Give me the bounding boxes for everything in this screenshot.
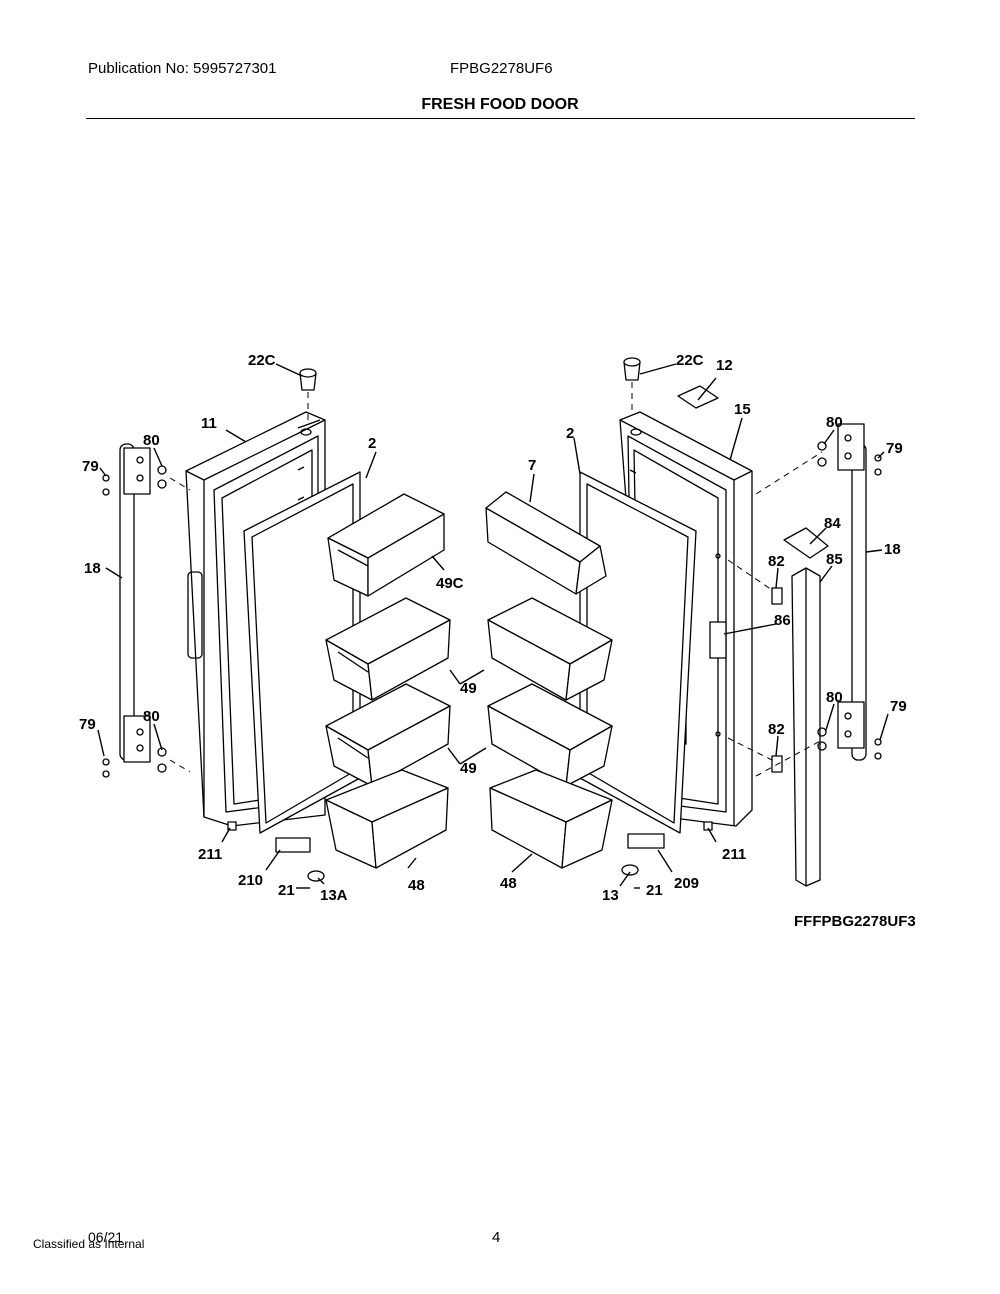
right-door-trim-85 <box>791 567 821 887</box>
callout-210: 210 <box>238 872 263 889</box>
left-door-bin-49-lower <box>325 683 451 787</box>
publication-number: Publication No: 5995727301 <box>88 60 277 77</box>
callout-21-left: 21 <box>278 882 295 899</box>
left-hinge-screws <box>102 368 325 882</box>
right-door-bin-48 <box>489 769 613 869</box>
callout-84: 84 <box>824 515 841 532</box>
callout-80-upper-right: 80 <box>826 414 843 431</box>
callout-211-right: 211 <box>722 846 746 863</box>
callout-79-upper-left: 79 <box>82 458 99 475</box>
callout-80-lower-right: 80 <box>826 689 843 706</box>
callout-79-lower-right: 79 <box>890 698 907 715</box>
left-door-bin-49-upper <box>325 597 451 701</box>
callout-82-lower: 82 <box>768 721 785 738</box>
footer-date: 06/21 <box>88 1229 124 1245</box>
callout-13a: 13A <box>320 887 348 904</box>
left-door-bin-48 <box>325 769 449 869</box>
callout-49-lower: 49 <box>460 760 477 777</box>
callout-2-right: 2 <box>566 425 574 442</box>
callout-48-right: 48 <box>500 875 517 892</box>
callout-85: 85 <box>826 551 843 568</box>
callout-80-lower-left: 80 <box>143 708 160 725</box>
right-door-bin-7 <box>485 491 607 595</box>
callout-80-upper-left: 80 <box>143 432 160 449</box>
callout-79-lower-left: 79 <box>79 716 96 733</box>
left-door-bin-49c <box>327 493 445 597</box>
callout-15: 15 <box>734 401 751 418</box>
alignment-dashes <box>169 382 823 777</box>
callout-49-upper: 49 <box>460 680 477 697</box>
left-door-handle <box>119 443 151 763</box>
callout-82-upper: 82 <box>768 553 785 570</box>
classification-label: Classified as Internal <box>33 1237 145 1251</box>
callout-labels: 22C 22C 12 11 15 2 2 7 80 79 80 79 18 18… <box>79 352 907 904</box>
callout-12: 12 <box>716 357 733 374</box>
callout-49c: 49C <box>436 575 464 592</box>
callout-7: 7 <box>528 457 536 474</box>
callout-13: 13 <box>602 887 619 904</box>
callout-11: 11 <box>201 415 217 432</box>
right-door-handle <box>837 423 867 761</box>
callout-22c-right: 22C <box>676 352 704 369</box>
callout-209: 209 <box>674 875 699 892</box>
callout-2-left: 2 <box>368 435 376 452</box>
callout-48-left: 48 <box>408 877 425 894</box>
model-number: FPBG2278UF6 <box>450 60 553 77</box>
figure-reference: FFFPBG2278UF3 <box>794 913 916 930</box>
callout-211-left: 211 <box>198 846 222 863</box>
callout-18-left: 18 <box>84 560 101 577</box>
leader-lines <box>97 363 889 889</box>
callout-79-upper-right: 79 <box>886 440 903 457</box>
page-number: 4 <box>492 1229 501 1246</box>
callout-21-right: 21 <box>646 882 663 899</box>
callout-18-right: 18 <box>884 541 901 558</box>
page-title: FRESH FOOD DOOR <box>421 96 579 113</box>
right-door-bin-49-upper <box>487 597 613 701</box>
header-divider <box>86 118 915 119</box>
callout-86: 86 <box>774 612 791 629</box>
callout-22c-left: 22C <box>248 352 276 369</box>
